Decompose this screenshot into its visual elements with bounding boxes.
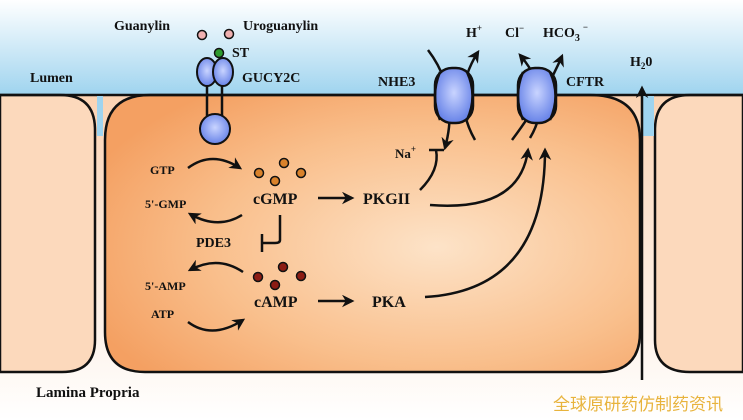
guanylin-ligand [196, 29, 208, 41]
cgmp-label: cGMP [253, 191, 298, 208]
camp-label: cAMP [254, 294, 298, 311]
cftr-label: CFTR [566, 75, 605, 90]
enterocyte-cell [103, 93, 642, 374]
pka-activates-cftr [424, 147, 552, 299]
five-amp-label: 5'-AMP [145, 279, 186, 293]
cftr-channel [510, 53, 564, 141]
gtp-to-cgmp-arrow [187, 157, 243, 170]
five-gmp-label: 5'-GMP [145, 197, 186, 211]
nhe3-label: NHE3 [378, 75, 415, 90]
pkgii-activates-cftr [429, 147, 533, 207]
camp-molecules [252, 261, 307, 291]
gucy2c-label: GUCY2C [242, 71, 300, 86]
nhe3-channel [427, 49, 480, 151]
gucy2c-receptor [196, 57, 234, 145]
pkgii-inhibits-nhe3 [419, 149, 438, 191]
guanylin-label: Guanylin [114, 19, 170, 34]
chloride-ion: Cl− [505, 23, 524, 41]
h-plus-ion: H+ [466, 23, 482, 41]
uroguanylin-ligand [223, 28, 235, 40]
st-ligand [213, 47, 225, 59]
water-label: H20 [630, 55, 652, 71]
left-neighbor-cell [0, 93, 97, 374]
bicarbonate-ion: HCO3− [543, 22, 588, 44]
uroguanylin-label: Uroguanylin [243, 19, 318, 34]
lumen-region [0, 0, 743, 95]
atp-label: ATP [151, 307, 174, 321]
pde3-label: PDE3 [196, 236, 231, 251]
pkgii-label: PKGII [363, 191, 410, 208]
right-neighbor-cell [653, 93, 743, 374]
lumen-label: Lumen [30, 71, 73, 86]
cgmp-to-5gmp-arrow [187, 212, 243, 225]
gtp-label: GTP [150, 163, 175, 177]
camp-to-5amp-arrow [187, 259, 244, 274]
lamina-propria-label: Lamina Propria [36, 385, 140, 401]
cgmp-molecules [253, 157, 307, 187]
cgmp-inhibits-pde3 [262, 215, 282, 245]
sodium-ion: Na+ [395, 144, 416, 161]
watermark-text: 全球原研药仿制药资讯 [553, 395, 723, 415]
pka-label: PKA [372, 294, 406, 311]
st-label: ST [232, 46, 250, 61]
atp-to-camp-arrow [187, 318, 246, 332]
